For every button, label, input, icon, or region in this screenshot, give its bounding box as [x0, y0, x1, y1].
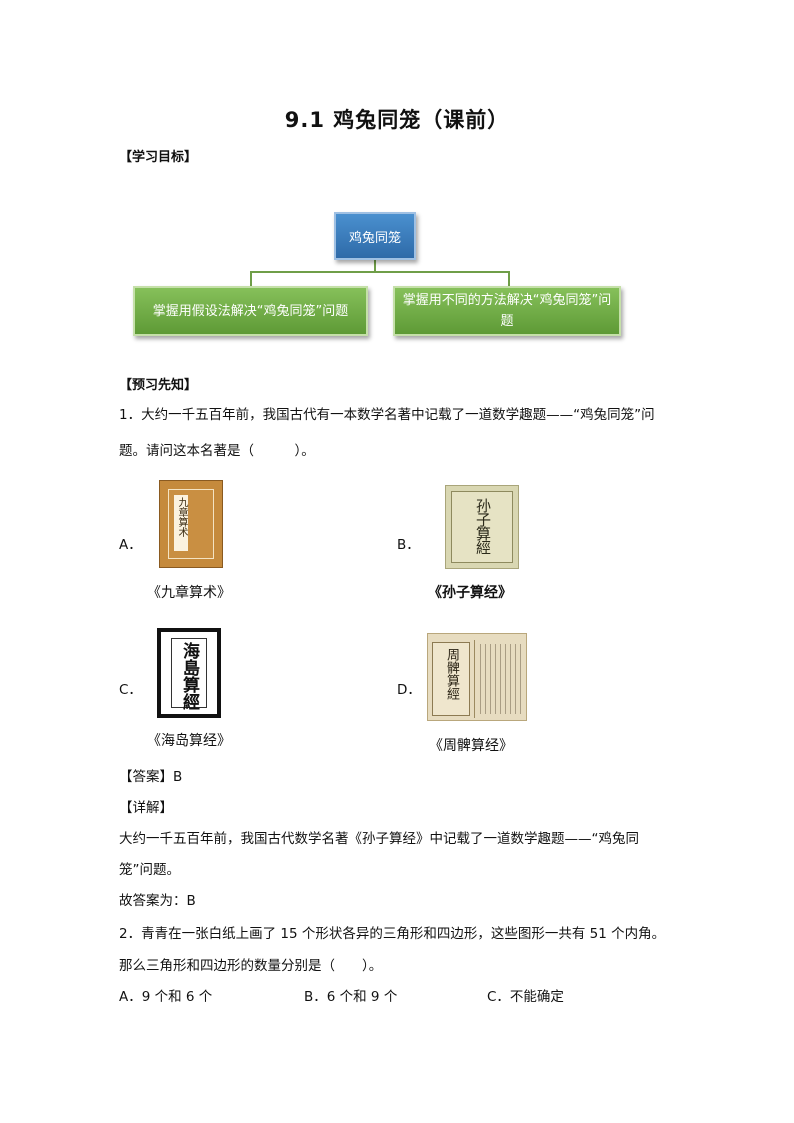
question-2-line-2: 那么三角形和四边形的数量分别是（ ）。: [119, 958, 383, 974]
question-2-option-a: A．9 个和 6 个: [119, 989, 213, 1005]
section-preview-heading: 【预习先知】: [119, 378, 198, 393]
detail-label: 【详解】: [119, 800, 173, 816]
option-d-letter: D．: [397, 682, 421, 698]
page-title: 9.1 鸡兔同笼（课前）: [284, 108, 510, 132]
diagram-root-node: 鸡兔同笼: [334, 212, 416, 260]
connector-right: [508, 271, 510, 287]
section-goals-heading: 【学习目标】: [119, 150, 198, 165]
book-cover-title: 九章算术: [176, 497, 187, 537]
option-a-caption: 《九章算术》: [147, 585, 231, 601]
conclusion-text: 故答案为：B: [119, 893, 196, 909]
book-cover-zhoubi: 周髀算經: [427, 633, 527, 721]
option-b-letter: B．: [397, 537, 420, 553]
book-cover-jiuzhang: 九章算术: [159, 480, 223, 568]
answer-text: 【答案】B: [119, 769, 183, 785]
question-2-option-c: C．不能确定: [487, 989, 564, 1005]
book-cover-title: 孙子算經: [474, 498, 492, 554]
diagram-child-node: 掌握用假设法解决“鸡兔同笼”问题: [133, 286, 368, 336]
connector-vertical: [374, 260, 376, 272]
book-cover-title: 海島算經: [179, 642, 199, 710]
book-cover-haidao: 海島算經: [157, 628, 221, 718]
question-1-line-1: 1．大约一千五百年前，我国古代有一本数学名著中记载了一道数学趣题——“鸡兔同笼”…: [119, 407, 655, 423]
question-2-option-b: B．6 个和 9 个: [304, 989, 398, 1005]
detail-line-1: 大约一千五百年前，我国古代数学名著《孙子算经》中记载了一道数学趣题——“鸡兔同: [119, 831, 639, 847]
option-c-caption: 《海岛算经》: [147, 733, 231, 749]
concept-diagram: 鸡兔同笼 掌握用假设法解决“鸡兔同笼”问题 掌握用不同的方法解决“鸡兔同笼”问题: [0, 0, 794, 345]
book-cover-title: 周髀算經: [444, 648, 459, 700]
diagram-child-node: 掌握用不同的方法解决“鸡兔同笼”问题: [393, 286, 621, 336]
option-c-letter: C．: [119, 682, 142, 698]
connector-left: [250, 271, 252, 287]
book-cover-sunzi: 孙子算經: [445, 485, 519, 569]
option-d-caption: 《周髀算经》: [429, 738, 513, 754]
option-a-letter: A．: [119, 537, 142, 553]
connector-horizontal: [250, 271, 510, 273]
question-2-line-1: 2．青青在一张白纸上画了 15 个形状各异的三角形和四边形，这些图形一共有 51…: [119, 926, 666, 942]
question-1-line-2: 题。请问这本名著是（ ）。: [119, 443, 315, 459]
option-b-caption: 《孙子算经》: [428, 585, 512, 601]
detail-line-2: 笼”问题。: [119, 862, 180, 878]
